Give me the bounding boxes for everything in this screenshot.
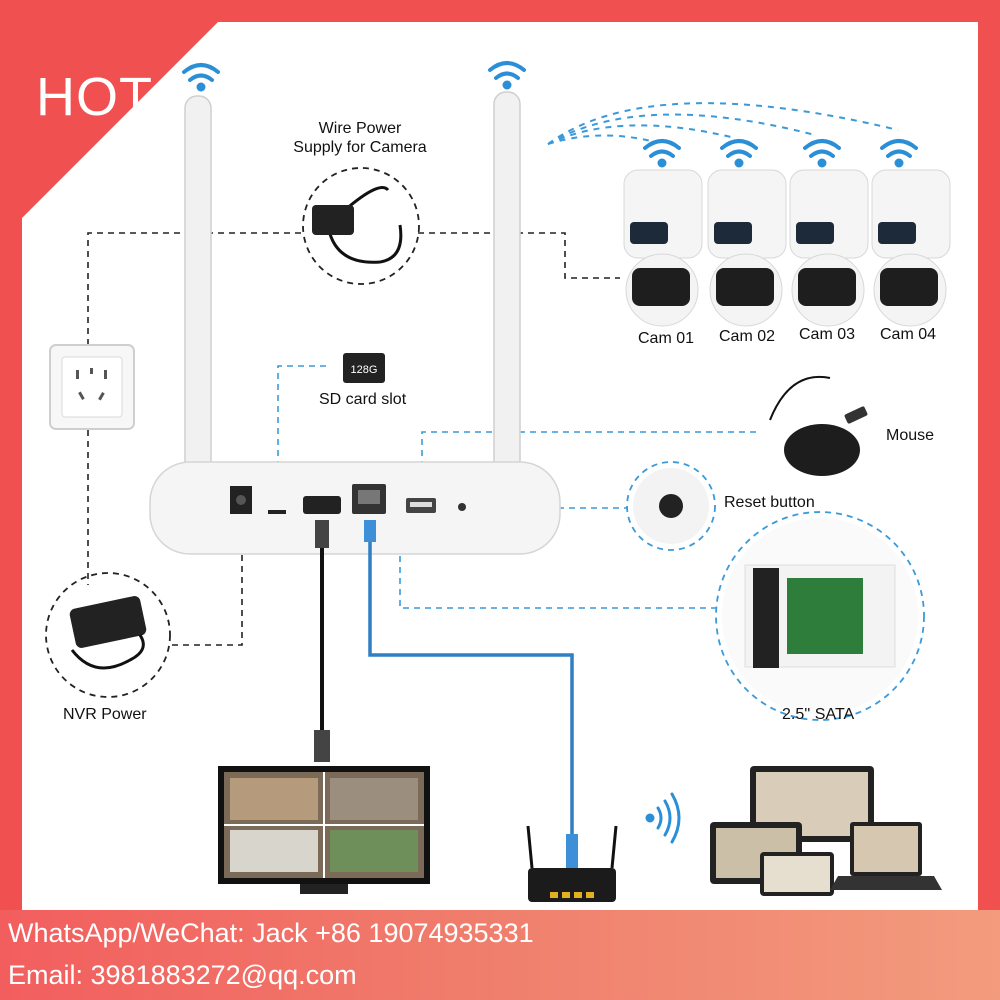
camera-label: Cam 02 bbox=[719, 328, 775, 346]
camera-label: Cam 01 bbox=[638, 330, 694, 348]
sd-chip-label: 128G bbox=[351, 364, 378, 376]
email-contact: Email: 3981883272@qq.com bbox=[8, 960, 357, 991]
contact-footer: WhatsApp/WeChat: Jack +86 19074935331 Em… bbox=[0, 910, 1000, 1000]
camera-label: Cam 04 bbox=[880, 326, 936, 344]
whatsapp-contact: WhatsApp/WeChat: Jack +86 19074935331 bbox=[8, 918, 534, 949]
wifi-icon bbox=[184, 63, 524, 90]
wire-power-label-line2: Supply for Camera bbox=[285, 138, 435, 157]
reset-button-label: Reset button bbox=[724, 494, 815, 512]
sata-label: 2.5'' SATA bbox=[782, 706, 854, 724]
mouse-label: Mouse bbox=[886, 427, 934, 445]
wire-power-label-line1: Wire Power bbox=[285, 119, 435, 138]
camera-group bbox=[624, 170, 950, 326]
sd-card-label: SD card slot bbox=[319, 391, 406, 409]
nvr-power-label: NVR Power bbox=[63, 706, 147, 724]
camera-label: Cam 03 bbox=[799, 326, 855, 344]
wire-power-label: Wire Power Supply for Camera bbox=[285, 119, 435, 157]
